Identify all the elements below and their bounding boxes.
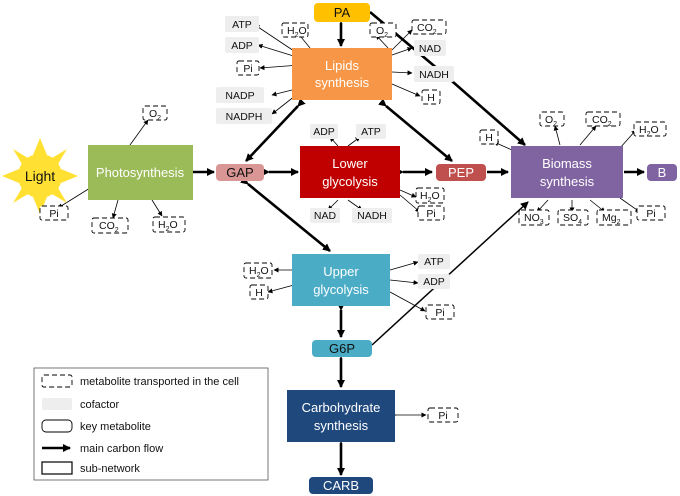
lipids-nadh: NADH [419,69,449,81]
upper-atp: ATP [424,256,444,268]
subnetwork-carbohydrate: Carbohydrate synthesis [287,390,395,442]
subnetwork-photosynthesis: Photosynthesis [88,145,193,200]
lipids-nadph: NADPH [226,111,263,123]
biomass-co2: CO2 [592,114,612,128]
pa-label: PA [334,5,351,20]
lipids-atp: ATP [232,19,252,31]
legend-subnetwork-label: sub-network [80,463,140,475]
lower-label-line2: glycolysis [322,174,378,189]
biomass-o2: O2 [545,114,557,128]
lower-label-line1: Lower [332,156,368,171]
lipids-h2o: H2O [287,25,307,39]
legend: metabolite transported in the cell cofac… [33,367,269,481]
lipids-o2: O2 [376,25,388,39]
key-carb: CARB [309,477,373,494]
pep-label: PEP [448,165,474,180]
subnetwork-biomass: Biomass synthesis [511,146,623,198]
metabolite-labels: ATP ADP Pi NADP NADPH H2O O2 CO2 NAD NAD… [49,19,658,422]
legend-transported-label: metabolite transported in the cell [80,376,239,388]
lipids-box [292,48,392,100]
lower-h2o: H2O [420,190,440,204]
lower-nadh: NADH [357,210,387,222]
carb-key-label: CARB [323,478,359,493]
lipids-adp: ADP [231,40,253,52]
g6p-label: G6P [329,341,355,356]
biomass-so4: SO4 [563,212,582,226]
gap-label: GAP [226,165,253,180]
lower-pi: Pi [426,208,435,220]
legend-transported-swatch [41,374,73,388]
photo-h2o: H2O [158,219,178,233]
legend-subnetwork-swatch [41,461,73,475]
legend-key-metabolite-label: key metabolite [80,421,151,433]
upper-label-line1: Upper [323,264,359,279]
subnetwork-lipids: Lipids synthesis [292,48,392,100]
upper-h2o: H2O [249,265,269,279]
photosynthesis-label: Photosynthesis [96,165,185,180]
g6p-to-biomass-arrow [371,201,529,346]
biomass-label-line1: Biomass [542,156,592,171]
lipids-nadp: NADP [225,90,254,102]
lipids-label-line2: synthesis [315,75,370,90]
key-pa: PA [314,3,370,22]
lipids-nad: NAD [419,43,442,55]
lower-atp: ATP [361,126,381,138]
b-label: B [658,165,667,180]
lower-adp: ADP [313,126,335,138]
lipids-co2: CO2 [417,22,437,36]
sun-icon: Light [2,138,78,214]
key-g6p: G6P [312,340,372,357]
cofactor-boxes [216,16,454,289]
legend-cofactor-label: cofactor [80,399,119,411]
lower-glycolysis-box [300,146,400,198]
upper-pi: Pi [435,307,444,319]
biomass-h: H [485,132,493,144]
upper-adp: ADP [423,276,445,288]
legend-main-flow-label: main carbon flow [80,443,163,455]
subnetwork-upper-glycolysis: Upper glycolysis [292,254,390,306]
photo-o2: O2 [149,108,161,122]
biomass-no3: NO3 [524,212,544,226]
biomass-mg2: Mg2 [602,212,621,226]
lipids-label-line1: Lipids [325,58,359,73]
photo-co2: CO2 [99,220,119,234]
carbohydrate-box [287,390,395,442]
subnetwork-lower-glycolysis: Lower glycolysis [300,146,400,198]
legend-key-metabolite-swatch [41,419,73,433]
carb-label-line1: Carbohydrate [302,400,381,415]
photo-pi: Pi [49,208,58,220]
upper-h: H [255,287,263,299]
key-gap: GAP [216,164,264,181]
transported-boxes [39,19,667,423]
lipids-h: H [427,92,435,104]
biomass-label-line2: synthesis [540,174,595,189]
biomass-pi: Pi [646,208,655,220]
light-label: Light [25,168,55,184]
legend-cofactor-swatch [42,398,72,410]
biomass-h2o: H2O [639,124,659,138]
upper-label-line2: glycolysis [313,282,369,297]
lower-nad: NAD [314,210,337,222]
key-b: B [647,164,677,181]
carb-pi: Pi [438,410,447,422]
carb-label-line2: synthesis [314,418,369,433]
biomass-box [511,146,623,198]
upper-glycolysis-box [292,254,390,306]
photosynthesis-box [88,145,193,200]
key-pep: PEP [436,164,486,181]
legend-frame [33,367,269,481]
lipids-pi: Pi [243,63,252,75]
